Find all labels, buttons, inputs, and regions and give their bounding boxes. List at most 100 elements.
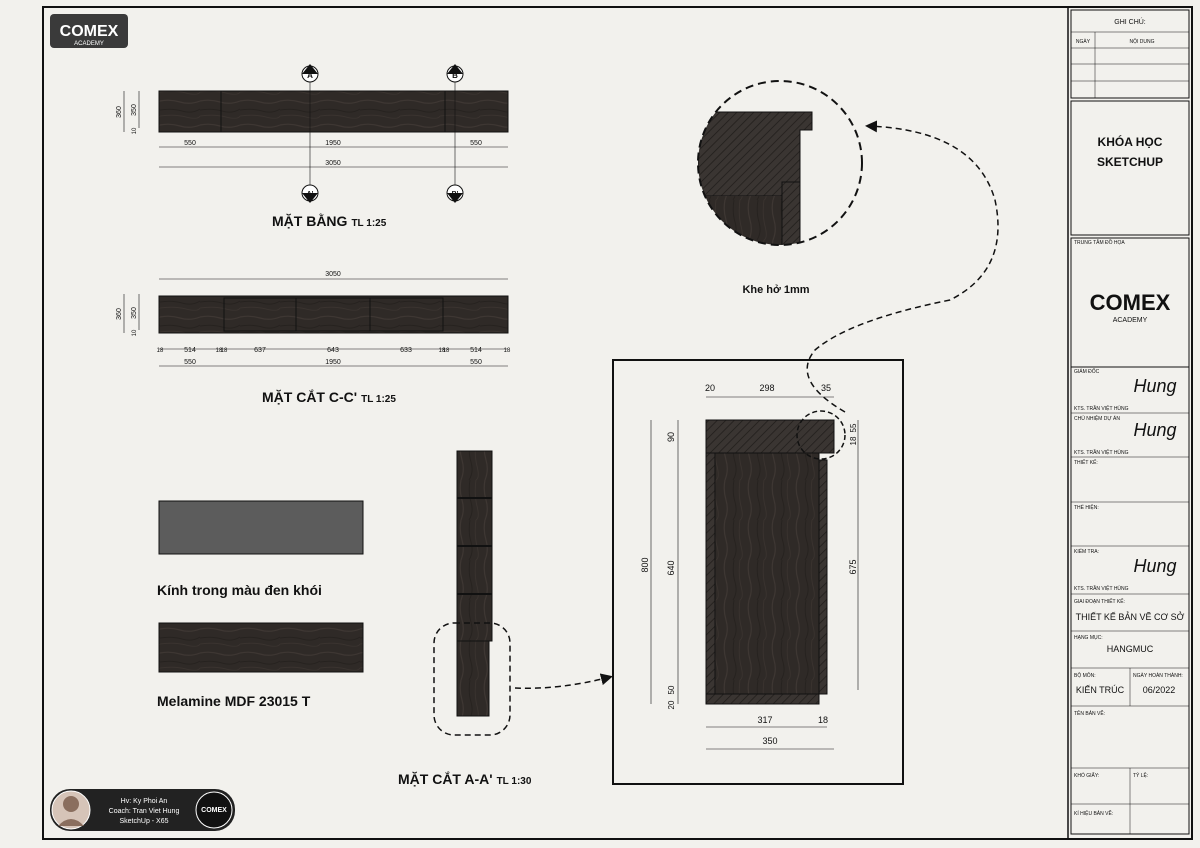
tb-course-line1: KHÓA HỌC (1098, 134, 1163, 149)
cc-dim-10: 10 (132, 329, 138, 336)
tb-item-value: HANGMUC (1107, 644, 1154, 654)
material-swatch-glass (158, 500, 364, 555)
logo-sub: ACADEMY (74, 41, 104, 47)
plan-dim-10: 10 (132, 127, 138, 134)
section-aa-view: 20 298 35 800 90 640 50 20 675 55 18 317… (640, 383, 859, 750)
cc-dim-350: 350 (131, 307, 138, 319)
tb-col-date: NGÀY (1076, 38, 1091, 45)
section-aa-title: MẶT CẮT A-A'TL 1:30 (398, 770, 532, 787)
tb-logo-main: COMEX (1090, 290, 1171, 315)
tb-paper: KHỔ GIẤY: (1074, 772, 1099, 779)
marker-a-bottom: A' (301, 184, 319, 203)
aa-left-wall (705, 452, 716, 701)
tb-item-label: HẠNG MỤC: (1074, 635, 1103, 641)
tb-drawing-name: TÊN BẢN VẼ: (1074, 709, 1105, 717)
credit-course: SketchUp - X65 (119, 818, 168, 825)
marker-b-label: B (452, 71, 458, 80)
marker-a2-label: A' (307, 191, 314, 198)
cc-dim-total: 3050 (325, 271, 341, 278)
plan-view: A B A' B' 360 350 10 550 1950 550 3050 (116, 64, 509, 203)
tb-signature-3: Hung (1133, 556, 1176, 576)
aa-bottom-slab (705, 693, 820, 705)
cc-row2-dim: 550 (184, 359, 196, 366)
aa-dim-675: 675 (848, 559, 858, 574)
tb-done-value: 06/2022 (1143, 685, 1176, 695)
aa-dim-55: 55 (849, 423, 858, 432)
tb-architect-1: KTS. TRẦN VIỆT HÙNG (1074, 404, 1129, 412)
material-swatch-mdf (158, 622, 364, 673)
cc-door-2 (295, 297, 371, 332)
marker-b-top: B (446, 64, 464, 83)
cc-door-3 (369, 297, 444, 332)
credit-coach: Coach: Tran Viet Hung (109, 808, 180, 815)
tb-course-line2: SKETCHUP (1097, 155, 1163, 169)
detail-callout-box (433, 622, 511, 736)
tb-director: GIÁM ĐỐC (1074, 368, 1100, 375)
aa-detail-circle (796, 410, 846, 460)
tb-architect-2: KTS. TRẦN VIỆT HÙNG (1074, 448, 1129, 456)
tb-execute: THỂ HIỆN: (1074, 503, 1099, 511)
cc-row1-dim: 18 (439, 348, 446, 354)
marker-b-bottom: B' (446, 184, 464, 203)
plan-dim-mid: 1950 (325, 140, 341, 147)
cc-row1-dim: 18 (221, 348, 228, 354)
aa-dim-18-right: 18 (849, 436, 858, 445)
plan-dim-right: 550 (470, 140, 482, 147)
marker-a-top: A (301, 64, 319, 83)
aa-dim-top-35: 35 (821, 383, 831, 393)
plan-dim-360: 360 (116, 106, 123, 118)
aa-dim-18-bottom: 18 (818, 715, 828, 725)
tb-dept-label: BỘ MÔN: (1074, 672, 1096, 679)
plan-dim-total: 3050 (325, 160, 341, 167)
aa-dim-top-298: 298 (759, 383, 774, 393)
cc-row1-dim: 18 (504, 348, 511, 354)
material-legend: Kính trong màu đen khói Melamine MDF 230… (157, 500, 364, 709)
material-label-mdf: Melamine MDF 23015 T (157, 693, 311, 709)
cc-row1-dim: 18 (157, 348, 164, 354)
plan-left-block (158, 90, 222, 133)
tb-logo-sub: ACADEMY (1113, 317, 1148, 324)
tb-notes-header: GHI CHÚ: (1114, 17, 1146, 26)
badge-logo-text: COMEX (201, 807, 227, 814)
tb-signature-1: Hung (1133, 376, 1176, 396)
aa-dim-90: 90 (666, 432, 676, 442)
tb-dept-value: KIẾN TRÚC (1076, 685, 1125, 695)
credit-badge: Hv: Ky Phoi An Coach: Tran Viet Hung Ske… (50, 789, 235, 831)
aa-door (818, 459, 828, 695)
cc-door-1 (223, 297, 297, 332)
comex-badge-icon (195, 791, 233, 829)
logo-main: COMEX (60, 23, 119, 40)
aa-top-slab (705, 419, 835, 454)
marker-a-label: A (307, 71, 313, 80)
detail-enlargement: Khe hở 1mm (697, 80, 999, 413)
tb-design: THIẾT KẾ: (1074, 459, 1098, 466)
tb-center-label: TRUNG TÂM ĐỒ HỌA (1074, 239, 1125, 246)
cc-row1-dim: 18 (216, 348, 223, 354)
callout-arrow-to-aa (514, 673, 613, 689)
section-aa-frame (612, 359, 904, 785)
cc-row1-dim: 637 (254, 347, 266, 354)
cc-row1-dim: 514 (470, 347, 482, 354)
sheet-border (42, 6, 1193, 840)
cc-row2-dim: 550 (470, 359, 482, 366)
aa-side-panel (714, 452, 820, 695)
plan-right-block (444, 90, 509, 133)
tb-architect-3: KTS. TRẦN VIỆT HÙNG (1074, 584, 1129, 592)
detail-callout-arrow (806, 120, 999, 413)
plan-dim-left: 550 (184, 140, 196, 147)
comex-logo: COMEX ACADEMY (50, 14, 128, 48)
tb-check: KIỂM TRA: (1074, 548, 1099, 555)
aa-dim-317: 317 (757, 715, 772, 725)
section-cc-title: MẶT CẮT C-C'TL 1:25 (262, 388, 396, 405)
aa-dim-640: 640 (666, 560, 676, 575)
tb-ratio: TỶ LỆ: (1133, 771, 1148, 779)
aa-dim-top-20: 20 (705, 383, 715, 393)
marker-b2-label: B' (452, 191, 459, 198)
tb-phase-value: THIẾT KẾ BẢN VẼ CƠ SỞ (1076, 611, 1185, 622)
cc-dim-360: 360 (116, 308, 123, 320)
aa-dim-20: 20 (667, 700, 676, 709)
tb-signature-2: Hung (1133, 420, 1176, 440)
